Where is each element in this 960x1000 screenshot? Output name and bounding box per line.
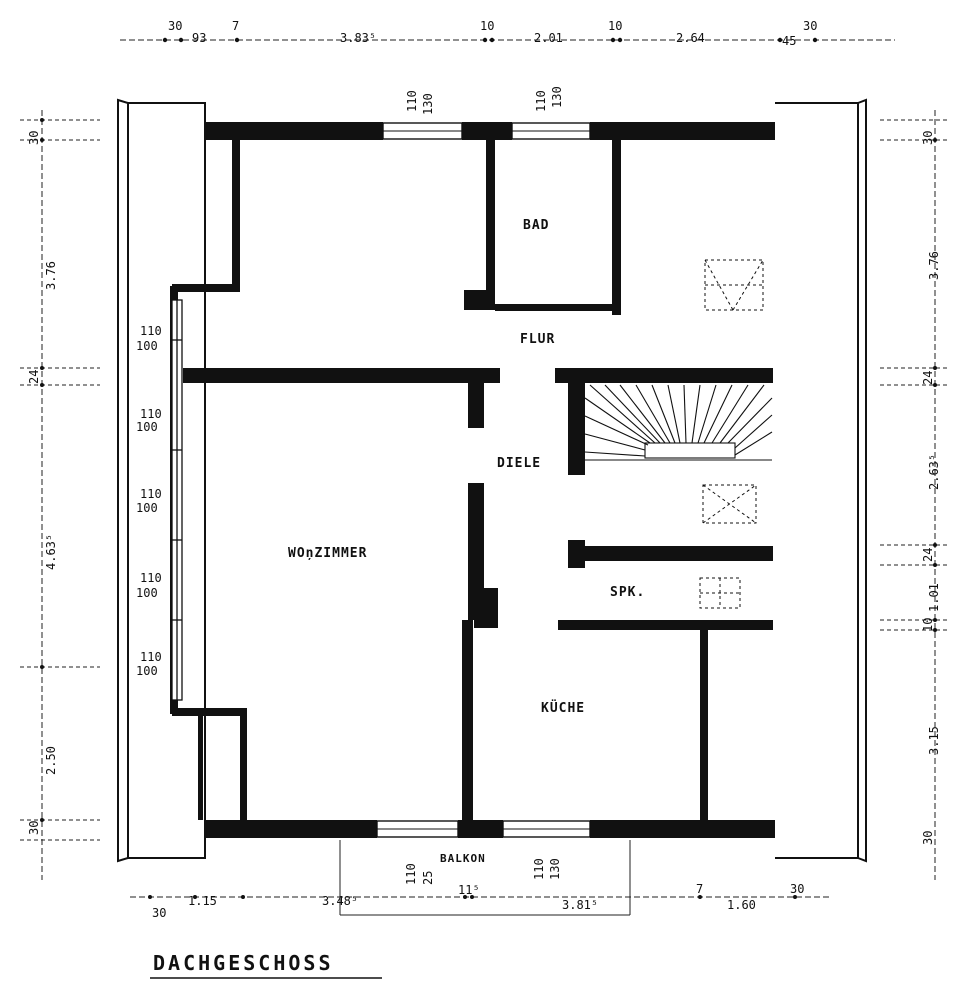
dim-right: 1.01	[927, 583, 941, 612]
window-label: 130	[548, 858, 562, 880]
dim-left: 30	[27, 131, 41, 145]
room-label-bad: BAD	[523, 218, 549, 233]
room-label-kueche: KÜCHE	[541, 700, 585, 716]
window-label: 110	[405, 90, 419, 112]
roof-slope-bands	[117, 98, 867, 863]
room-label-flur: FLUR	[520, 332, 555, 347]
dimension-lines	[20, 39, 950, 916]
window-label: 110	[140, 650, 162, 664]
staircase	[584, 384, 773, 461]
left-window-strip	[171, 299, 469, 790]
dim-top: 10	[608, 19, 622, 33]
dim-right: 2.63⁵	[927, 454, 941, 490]
dim-right: 30	[921, 131, 935, 145]
dim-left: 2.50	[44, 746, 58, 775]
dim-left: 24	[27, 370, 41, 384]
dim-bottom: 1.60	[727, 898, 756, 912]
dim-bottom: 11⁵	[458, 883, 480, 897]
window-label: 110	[140, 487, 162, 501]
dim-bottom: 1.15	[188, 894, 217, 908]
room-label-wohnzimmer: WOņZIMMER	[288, 546, 367, 561]
dim-top: 30	[168, 19, 182, 33]
window-label: 110	[140, 324, 162, 338]
dim-left: 3.76	[44, 261, 58, 290]
room-label-spk: SPK.	[610, 585, 645, 600]
dim-top: 93	[192, 31, 206, 45]
dim-bottom: 30	[152, 906, 166, 920]
walls	[170, 122, 775, 838]
dim-right: 3.76	[927, 251, 941, 280]
dim-top: 30	[803, 19, 817, 33]
window-label: 100	[136, 420, 158, 434]
window-label: 100	[136, 339, 158, 353]
window-label: 130	[421, 93, 435, 115]
room-label-balkon: BALKON	[440, 852, 486, 865]
dim-top: 2.01	[534, 31, 563, 45]
dim-right: 24	[921, 371, 935, 385]
window-label: 100	[136, 586, 158, 600]
dim-top: 3.83⁵	[340, 31, 376, 45]
dim-left: 4.63⁵	[44, 534, 58, 570]
window-label: 110	[534, 90, 548, 112]
dim-bottom: 3.48⁵	[322, 894, 358, 908]
dim-right: 3.15	[927, 726, 941, 755]
window-label: 110	[140, 407, 162, 421]
window-label: 100	[136, 501, 158, 515]
dim-bottom: 3.81⁵	[562, 898, 598, 912]
skylights	[699, 259, 764, 609]
window-labels-left: 110 100 110 100 110 100 110 100 110 100	[136, 324, 162, 678]
drawing-title: DACHGESCHOSS	[153, 951, 334, 975]
window-label: 130	[550, 86, 564, 108]
room-label-diele: DIELE	[497, 456, 541, 471]
dim-right: 24	[921, 548, 935, 562]
dimension-ticks	[40, 37, 937, 899]
window-label: 110	[404, 863, 418, 885]
dim-top: 10	[480, 19, 494, 33]
window-sills	[377, 130, 590, 830]
dim-top: 2.64	[676, 31, 705, 45]
dim-top: 7	[232, 19, 239, 33]
dim-bottom: 7	[696, 882, 703, 896]
dim-top: 45	[782, 34, 796, 48]
window-label: 100	[136, 664, 158, 678]
dim-right: 10	[921, 618, 935, 632]
dim-bottom: 30	[790, 882, 804, 896]
window-label: 110	[140, 571, 162, 585]
dim-left: 30	[27, 821, 41, 835]
window-label: 25	[421, 871, 435, 885]
dim-right: 30	[921, 831, 935, 845]
windows	[376, 122, 591, 838]
window-label: 110	[532, 858, 546, 880]
